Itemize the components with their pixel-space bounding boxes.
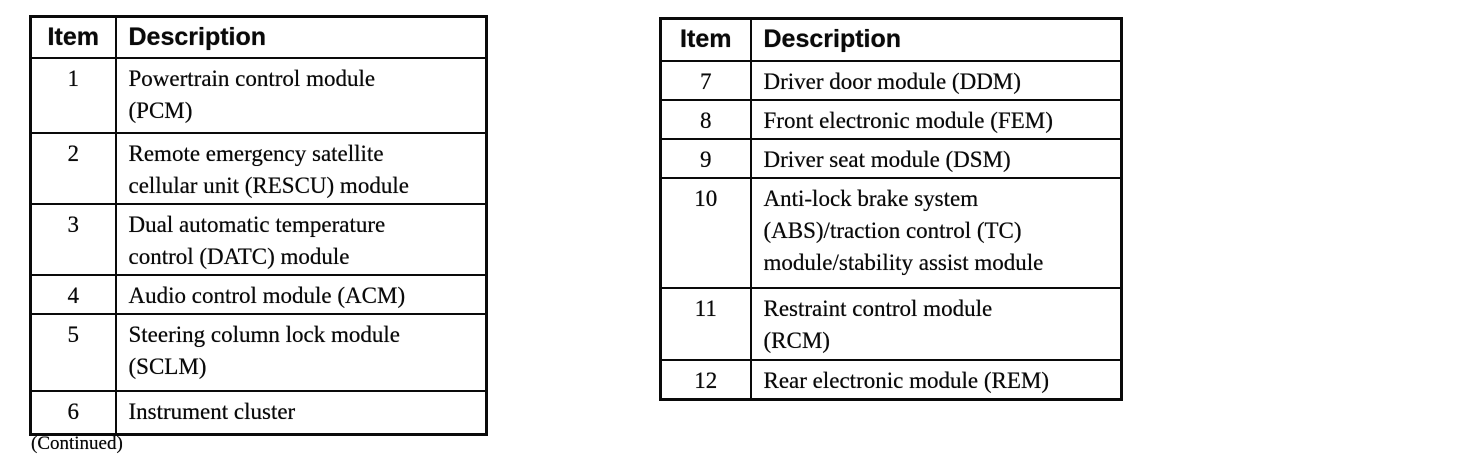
column-header-description: Description [749,17,1123,62]
table-header-row: Item Description [29,15,488,59]
description-cell: Instrument cluster [114,389,488,436]
description-cell: Audio control module (ACM) [114,273,488,315]
item-cell: 9 [659,137,752,179]
table-row: 12 Rear electronic module (REM) [659,358,1123,401]
item-cell: 8 [659,98,752,140]
column-header-description: Description [114,15,488,59]
table-row: 11 Restraint control module (RCM) [659,286,1123,361]
item-cell: 12 [659,358,752,401]
description-cell: Anti-lock brake system (ABS)/traction co… [749,176,1123,289]
continued-note: (Continued) [31,433,123,454]
item-cell: 7 [659,59,752,101]
item-cell: 11 [659,286,752,361]
description-cell: Steering column lock module (SCLM) [114,312,488,392]
description-cell: Driver door module (DDM) [749,59,1123,101]
description-cell: Dual automatic temperature control (DATC… [114,202,488,276]
item-cell: 2 [29,131,117,205]
item-cell: 1 [29,56,117,134]
table-row: 10 Anti-lock brake system (ABS)/traction… [659,176,1123,289]
table-row: 6 Instrument cluster [29,389,488,436]
module-table-left: Item Description 1 Powertrain control mo… [29,15,488,436]
description-cell: Restraint control module (RCM) [749,286,1123,361]
description-cell: Powertrain control module (PCM) [114,56,488,134]
description-cell: Front electronic module (FEM) [749,98,1123,140]
table-row: 5 Steering column lock module (SCLM) [29,312,488,392]
column-header-item: Item [659,17,752,62]
item-cell: 6 [29,389,117,436]
table-row: 4 Audio control module (ACM) [29,273,488,315]
item-cell: 5 [29,312,117,392]
table-row: 7 Driver door module (DDM) [659,59,1123,101]
table-row: 2 Remote emergency satellite cellular un… [29,131,488,205]
table-header-row: Item Description [659,17,1123,62]
table-row: 1 Powertrain control module (PCM) [29,56,488,134]
module-table-right: Item Description 7 Driver door module (D… [659,17,1123,401]
item-cell: 4 [29,273,117,315]
item-cell: 10 [659,176,752,289]
table-row: 8 Front electronic module (FEM) [659,98,1123,140]
column-header-item: Item [29,15,117,59]
item-cell: 3 [29,202,117,276]
description-cell: Driver seat module (DSM) [749,137,1123,179]
table-row: 3 Dual automatic temperature control (DA… [29,202,488,276]
description-cell: Rear electronic module (REM) [749,358,1123,401]
description-cell: Remote emergency satellite cellular unit… [114,131,488,205]
table-row: 9 Driver seat module (DSM) [659,137,1123,179]
